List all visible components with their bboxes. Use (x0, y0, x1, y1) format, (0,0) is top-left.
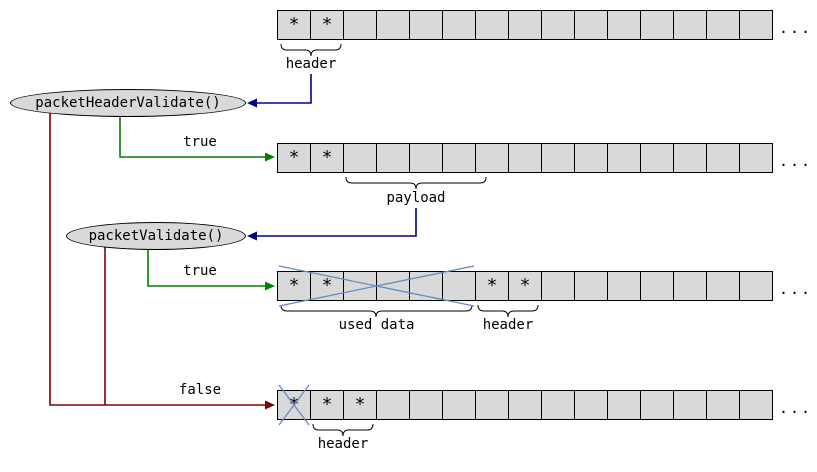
ellipsis-label: ... (779, 280, 813, 298)
buffer-row-header-valid: **... (277, 143, 812, 173)
buffer-cell (739, 271, 773, 301)
buffer-cell (376, 271, 410, 301)
buffer-cell (607, 271, 641, 301)
label-header-new: header (482, 317, 534, 333)
buffer-cell (541, 10, 575, 40)
buffer-cell: * (343, 390, 377, 420)
buffer-cell (706, 271, 740, 301)
node-packet-validate: packetValidate() (66, 222, 246, 250)
edge-label-true-packet: true (183, 263, 217, 279)
buffer-cell: * (475, 271, 509, 301)
buffer-cell (574, 390, 608, 420)
buffer-cell (376, 143, 410, 173)
buffer-cell: * (277, 10, 311, 40)
buffer-cell (640, 143, 674, 173)
buffer-cell (343, 10, 377, 40)
label-used-data: used data (338, 317, 415, 333)
buffer-cell (706, 10, 740, 40)
buffer-cell (442, 271, 476, 301)
buffer-cell (607, 390, 641, 420)
buffer-cell (541, 390, 575, 420)
buffer-cell (739, 143, 773, 173)
false-arrowhead (265, 400, 275, 410)
buffer-cell: * (310, 271, 344, 301)
buffer-cell (409, 271, 443, 301)
buffer-cell (607, 143, 641, 173)
buffer-cell (673, 10, 707, 40)
ellipsis-label: ... (779, 152, 813, 170)
buffer-cell (706, 143, 740, 173)
brace-header-new (477, 304, 539, 318)
false-edge-from-header-validate (49, 112, 265, 406)
buffer-row-invalid: ***... (277, 390, 812, 420)
true-arrowhead-header (265, 152, 275, 162)
buffer-row-packet-valid: ****... (277, 271, 812, 301)
edge-label-true-header: true (183, 134, 217, 150)
callback-edge-header (257, 74, 312, 104)
buffer-cell (574, 10, 608, 40)
buffer-cell (673, 271, 707, 301)
node-packet-header-validate: packetHeaderValidate() (10, 89, 246, 117)
buffer-cell (640, 271, 674, 301)
buffer-cell (673, 390, 707, 420)
buffer-cell: * (277, 390, 311, 420)
callback-arrowhead-payload (247, 231, 257, 241)
buffer-cell (343, 271, 377, 301)
buffer-cell (475, 143, 509, 173)
buffer-cell (508, 143, 542, 173)
buffer-cell (739, 10, 773, 40)
buffer-cell (541, 271, 575, 301)
buffer-cell (376, 10, 410, 40)
buffer-cell: * (277, 271, 311, 301)
buffer-cell (409, 390, 443, 420)
true-arrowhead-packet (265, 281, 275, 291)
buffer-cell (607, 10, 641, 40)
buffer-cell: * (310, 10, 344, 40)
brace-header-initial (280, 43, 342, 57)
brace-payload (345, 176, 487, 190)
label-header-false: header (317, 436, 369, 452)
buffer-cell (739, 390, 773, 420)
buffer-cell: * (310, 390, 344, 420)
buffer-cell (343, 143, 377, 173)
brace-used-data (280, 304, 473, 318)
label-payload: payload (386, 190, 446, 206)
buffer-cell (442, 143, 476, 173)
buffer-cell: * (508, 271, 542, 301)
callback-edge-payload (257, 208, 417, 237)
buffer-cell (442, 390, 476, 420)
ellipsis-label: ... (779, 19, 813, 37)
buffer-cell (376, 390, 410, 420)
buffer-cell: * (310, 143, 344, 173)
buffer-cell (541, 143, 575, 173)
ellipsis-label: ... (779, 399, 813, 417)
buffer-cell (508, 10, 542, 40)
buffer-row-initial: **... (277, 10, 812, 40)
buffer-cell (409, 143, 443, 173)
buffer-cell (475, 390, 509, 420)
buffer-cell (706, 390, 740, 420)
buffer-cell (409, 10, 443, 40)
buffer-cell (442, 10, 476, 40)
label-header-initial: header (285, 56, 337, 72)
buffer-cell (574, 271, 608, 301)
callback-arrowhead-header (247, 98, 257, 108)
buffer-cell (640, 10, 674, 40)
buffer-cell (574, 143, 608, 173)
brace-header-false (312, 423, 374, 437)
buffer-cell (475, 10, 509, 40)
buffer-cell: * (277, 143, 311, 173)
edge-label-false: false (178, 382, 222, 398)
buffer-cell (673, 143, 707, 173)
buffer-cell (640, 390, 674, 420)
buffer-cell (508, 390, 542, 420)
